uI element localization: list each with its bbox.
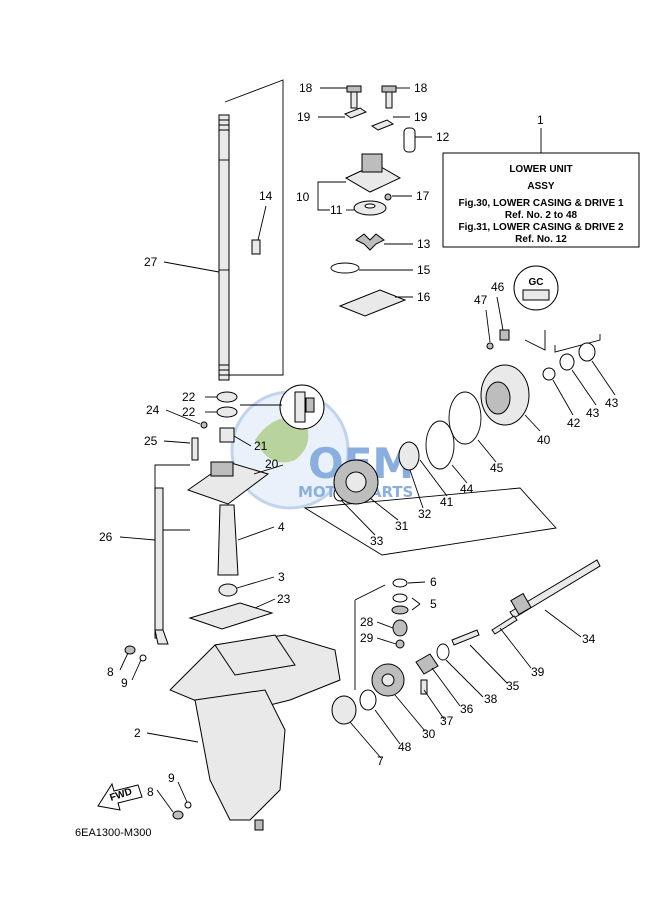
callout-27: 27	[144, 255, 158, 269]
leader-lines	[119, 87, 616, 813]
middle-parts	[188, 504, 274, 630]
clip-frame	[554, 334, 601, 353]
callout-23: 23	[277, 592, 291, 606]
info-box: LOWER UNIT ASSY Fig.30, LOWER CASING & D…	[442, 113, 640, 248]
upper-frame	[224, 79, 284, 376]
callout-35: 35	[506, 679, 520, 693]
callout-25: 25	[144, 434, 158, 448]
grease-indicator: GC	[513, 265, 559, 311]
forward-gear-group	[333, 329, 596, 505]
callout-24: 24	[146, 403, 160, 417]
callout-16: 16	[417, 290, 431, 304]
callout-3: 3	[278, 570, 285, 584]
callout-2: 2	[134, 726, 141, 740]
callout-20: 20	[265, 457, 279, 471]
drive-shaft	[218, 114, 230, 381]
callout-26: 26	[99, 530, 113, 544]
callout-33: 33	[370, 534, 384, 548]
gear-case	[169, 634, 341, 831]
callout-43a: 43	[586, 406, 600, 420]
callout-15: 15	[417, 263, 431, 277]
callout-19a: 19	[297, 110, 311, 124]
callout-39: 39	[531, 665, 545, 679]
callout-43b: 43	[605, 396, 619, 410]
callout-6: 6	[430, 575, 437, 589]
callout-8a: 8	[107, 665, 114, 679]
callouts: 18 18 19 19 12 10 17 11 14 13 15 27 16 4…	[99, 81, 619, 799]
callout-12: 12	[436, 130, 450, 144]
callout-31: 31	[395, 519, 409, 533]
callout-18a: 18	[299, 81, 313, 95]
callout-40: 40	[537, 433, 551, 447]
grease-label: GC	[529, 277, 544, 288]
callout-7: 7	[377, 754, 384, 768]
info-box-line1: Fig.30, LOWER CASING & DRIVE 1	[458, 198, 623, 209]
fwd-arrow: FWD	[97, 782, 143, 811]
callout-38: 38	[484, 692, 498, 706]
callout-9b: 9	[168, 771, 175, 785]
callout-22a: 22	[182, 390, 196, 404]
callout-22b: 22	[182, 405, 196, 419]
callout-34: 34	[582, 632, 596, 646]
callout-28: 28	[360, 615, 374, 629]
callout-48: 48	[398, 740, 412, 754]
callout-21: 21	[254, 439, 268, 453]
callout-18b: 18	[414, 81, 428, 95]
info-box-line4: Ref. No. 12	[515, 234, 567, 245]
callout-5: 5	[430, 597, 437, 611]
callout-46: 46	[491, 280, 505, 294]
callout-47: 47	[474, 293, 488, 307]
callout-45: 45	[490, 461, 504, 475]
callout-32: 32	[418, 507, 432, 521]
callout-11: 11	[330, 203, 343, 217]
callout-13: 13	[417, 237, 431, 251]
info-box-subtitle: ASSY	[527, 181, 555, 192]
callout-4: 4	[278, 520, 285, 534]
gear-train-frame	[354, 584, 386, 601]
callout-29: 29	[360, 631, 374, 645]
callout-8b: 8	[147, 785, 154, 799]
detail-inset	[240, 384, 325, 430]
callout-14: 14	[259, 189, 273, 203]
callout-10: 10	[296, 190, 310, 204]
info-box-title: LOWER UNIT	[509, 164, 572, 175]
side-bolts	[124, 645, 192, 820]
forward-gear-frame	[303, 487, 557, 556]
propeller-shaft-group	[331, 559, 601, 725]
callout-19b: 19	[414, 110, 428, 124]
diagram-code: 6EA1300-M300	[75, 827, 151, 839]
callout-41: 41	[440, 495, 454, 509]
callout-30: 30	[422, 727, 436, 741]
callout-36: 36	[460, 702, 474, 716]
callout-17: 17	[416, 189, 430, 203]
bearing-frame	[524, 330, 546, 351]
info-box-line2: Ref. No. 2 to 48	[505, 210, 578, 221]
seal-housing-parts	[154, 391, 270, 645]
water-pump-parts	[251, 85, 416, 317]
callout-42: 42	[567, 416, 581, 430]
callout-44: 44	[460, 482, 474, 496]
callout-9a: 9	[121, 676, 128, 690]
info-box-line3: Fig.31, LOWER CASING & DRIVE 2	[458, 222, 623, 233]
callout-37: 37	[440, 714, 454, 728]
callout-1: 1	[537, 113, 544, 127]
